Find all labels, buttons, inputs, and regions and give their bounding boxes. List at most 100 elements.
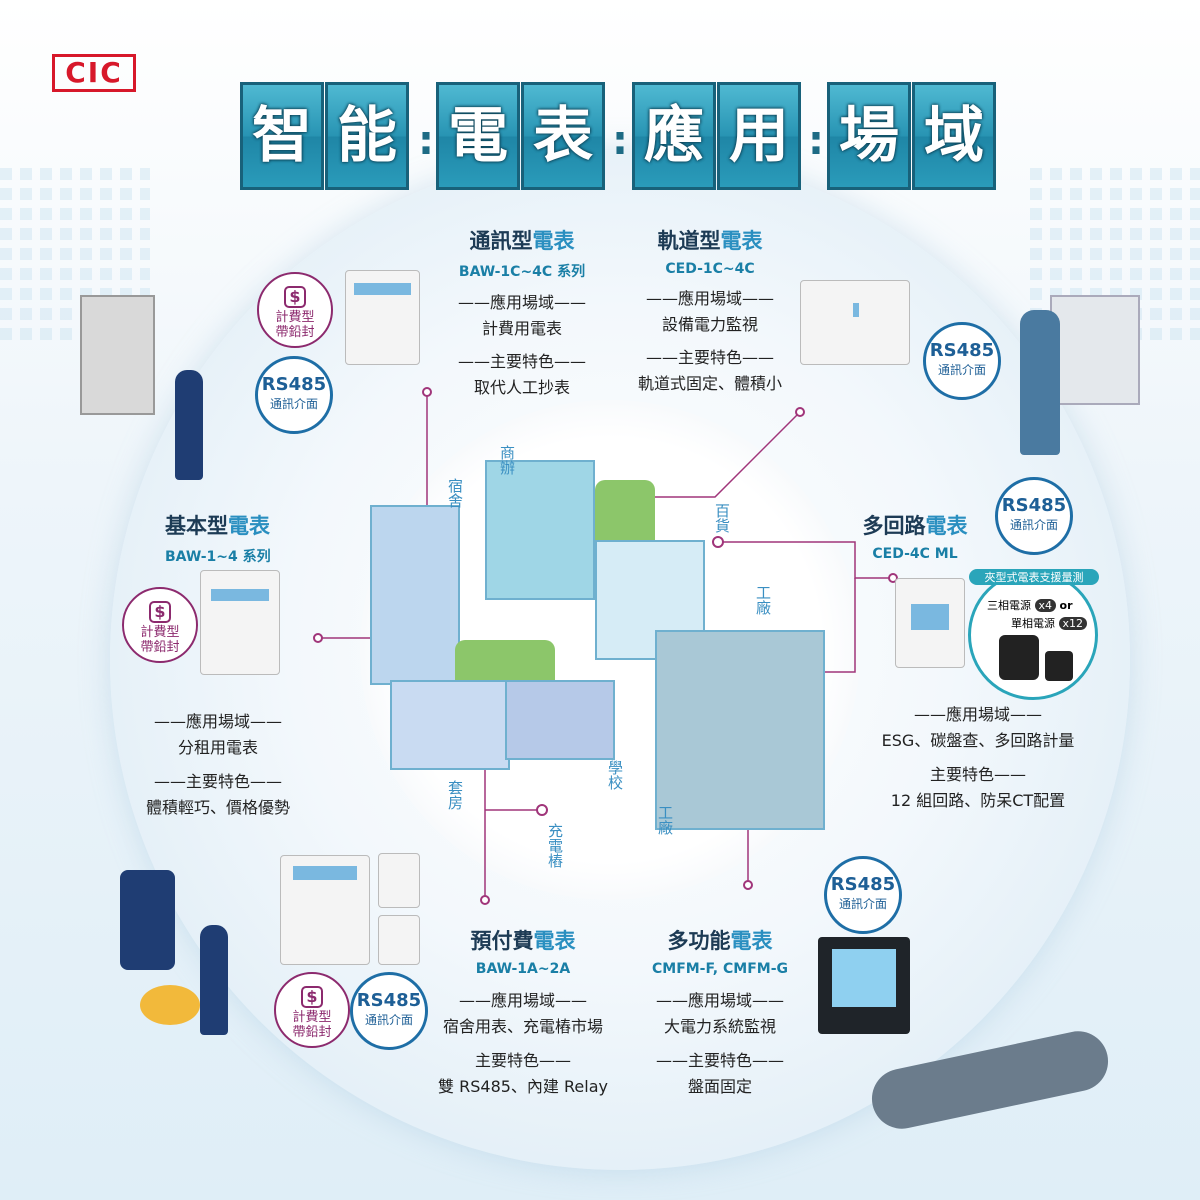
cic-logo: CIC — [52, 54, 136, 92]
section-title: 通訊型 — [469, 229, 533, 253]
ct-single-phase: 單相電源 — [1011, 617, 1055, 630]
app-text: 宿舍用表、充電樁市場 — [442, 1017, 604, 1036]
section-comm-meter: 通訊型電表 BAW-1C~4C 系列 ——應用場域—— 計費用電表 ——主要特色… — [458, 225, 586, 398]
title-tile: 場 — [827, 82, 911, 190]
feature-heading: 主要特色—— — [929, 765, 1027, 784]
prepaid-meter-small-image-2 — [378, 915, 420, 965]
section-title: 多功能 — [667, 929, 731, 953]
ct-x4: x4 — [1034, 599, 1057, 612]
section-rail-meter: 軌道型電表 CED-1C~4C ——應用場域—— 設備電力監視 ——主要特色——… — [638, 225, 782, 394]
building-label-suite: 套房 — [446, 780, 464, 810]
section-title-suffix: 電表 — [533, 929, 576, 953]
baw-1-meter-image — [200, 570, 280, 675]
billing-seal-badge: $ 計費型帶鉛封 — [122, 587, 198, 663]
ct-banner: 夾型式電表支援量測 — [969, 569, 1099, 585]
title-colon: : — [418, 118, 434, 164]
app-text: 設備電力監視 — [661, 315, 759, 334]
seal-line2: 帶鉛封 — [275, 325, 315, 340]
building-label-charging: 充電樁 — [546, 823, 564, 868]
ced-4c-ml-meter-image — [895, 578, 965, 668]
model: BAW-1A~2A — [475, 961, 571, 977]
building-label-factory: 工廠 — [754, 585, 772, 615]
section-title-suffix: 電表 — [730, 929, 773, 953]
worker-illustration — [175, 370, 203, 480]
section-multi-details: ——應用場域—— ESG、碳盤查、多回路計量 主要特色—— 12 組回路、防呆C… — [882, 701, 1075, 811]
feature-text: 取代人工抄表 — [473, 378, 571, 397]
app-heading: ——應用場域—— — [153, 712, 283, 731]
ced-1c-meter-image — [800, 280, 910, 365]
section-title-suffix: 電表 — [925, 514, 968, 538]
section-prepaid-meter: 預付費電表 BAW-1A~2A ——應用場域—— 宿舍用表、充電樁市場 主要特色… — [438, 925, 608, 1097]
office-building — [485, 460, 595, 600]
model: CED-4C ML — [872, 546, 958, 562]
dollar-seal-icon: $ — [284, 286, 306, 308]
app-text: ESG、碳盤查、多回路計量 — [881, 731, 1075, 750]
rs485-sub: 通訊介面 — [937, 363, 986, 377]
title-tile: 電 — [436, 82, 520, 190]
building-label-factory-2: 工廠 — [656, 805, 674, 835]
seal-line2: 帶鉛封 — [292, 1025, 332, 1040]
feature-heading: ——主要特色—— — [655, 1051, 784, 1070]
title-tile: 智 — [240, 82, 324, 190]
app-heading: ——應用場域—— — [655, 991, 784, 1010]
section-title-suffix: 電表 — [720, 229, 763, 253]
coins-illustration — [140, 985, 200, 1025]
rs485-sub: 通訊介面 — [1009, 518, 1058, 532]
user-illustration — [200, 925, 228, 1035]
section-title: 軌道型 — [657, 229, 721, 253]
ct-x12: x12 — [1058, 617, 1088, 630]
school-building — [505, 680, 615, 760]
ct-clamp-small-icon — [1045, 651, 1073, 681]
rs485-title: RS485 — [830, 874, 896, 895]
model: CED-1C~4C — [665, 261, 755, 277]
rooftop-garden — [595, 480, 655, 550]
rs485-badge: RS485 通訊介面 — [923, 322, 1001, 400]
ct-or: or — [1059, 599, 1073, 612]
building-label-store: 百貨 — [713, 503, 731, 533]
title-tile: 能 — [325, 82, 409, 190]
title-tile: 表 — [521, 82, 605, 190]
app-text: 計費用電表 — [481, 319, 563, 338]
title-tile: 域 — [912, 82, 996, 190]
feature-heading: 主要特色—— — [474, 1051, 572, 1070]
rs485-title: RS485 — [356, 990, 422, 1011]
model: CMFM-F, CMFM-G — [651, 961, 789, 977]
title-colon: : — [808, 118, 824, 164]
seal-line2: 帶鉛封 — [140, 640, 180, 655]
section-multi-circuit-meter: 多回路電表 CED-4C ML — [863, 510, 968, 562]
section-multifunction-meter: 多功能電表 CMFM-F, CMFM-G ——應用場域—— 大電力系統監視 ——… — [652, 925, 788, 1097]
factory-building — [655, 630, 825, 830]
feature-text: 體積輕巧、價格優勢 — [145, 798, 291, 817]
dollar-seal-icon: $ — [301, 986, 323, 1008]
app-heading: ——應用場域—— — [645, 289, 775, 308]
app-heading: ——應用場域—— — [458, 991, 588, 1010]
prepaid-meter-small-image — [378, 853, 420, 908]
feature-text: 雙 RS485、內建 Relay — [438, 1077, 608, 1096]
rs485-title: RS485 — [929, 340, 995, 361]
section-title: 基本型 — [165, 514, 228, 538]
feature-heading: ——主要特色—— — [645, 348, 775, 367]
model: BAW-1~4 系列 — [165, 549, 271, 565]
section-title: 多回路 — [862, 514, 926, 538]
rs485-badge: RS485 通訊介面 — [350, 972, 428, 1050]
title-tile: 應 — [632, 82, 716, 190]
app-text: 分租用電表 — [177, 738, 259, 757]
section-basic-details: ——應用場域—— 分租用電表 ——主要特色—— 體積輕巧、價格優勢 — [146, 708, 290, 818]
seal-line1: 計費型 — [292, 1010, 332, 1025]
seal-line1: 計費型 — [140, 625, 180, 640]
title-colon: : — [612, 118, 628, 164]
section-basic-meter: 基本型電表 BAW-1~4 系列 — [165, 510, 271, 566]
section-title-suffix: 電表 — [532, 229, 575, 253]
section-title: 預付費 — [470, 929, 534, 953]
feature-heading: ——主要特色—— — [457, 352, 587, 371]
panel-illustration — [1050, 295, 1140, 405]
billing-seal-badge: $計費型帶鉛封 — [257, 272, 333, 348]
suite-building — [390, 680, 510, 770]
section-title-suffix: 電表 — [228, 514, 270, 538]
dollar-seal-icon: $ — [149, 601, 171, 623]
baw-1a-meter-image — [280, 855, 370, 965]
rs485-sub: 通訊介面 — [364, 1013, 413, 1027]
feature-text: 軌道式固定、體積小 — [637, 374, 783, 393]
